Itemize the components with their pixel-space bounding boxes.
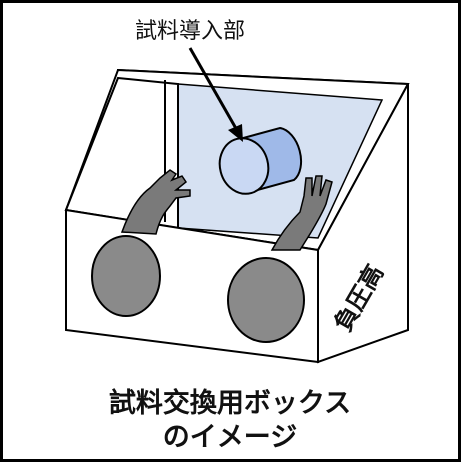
callout-label: 試料導入部	[135, 19, 245, 44]
caption-line-2: のイメージ	[163, 422, 297, 453]
right-glove-port-icon	[227, 257, 305, 343]
right-glove-hand-icon	[270, 175, 333, 251]
caption-line-1: 試料交換用ボックス	[109, 387, 351, 419]
left-glove-port-icon	[91, 235, 161, 317]
sample-cylinder-icon	[218, 126, 303, 195]
left-glove-hand-icon	[120, 169, 191, 235]
arrow-down-right-icon	[188, 47, 243, 142]
